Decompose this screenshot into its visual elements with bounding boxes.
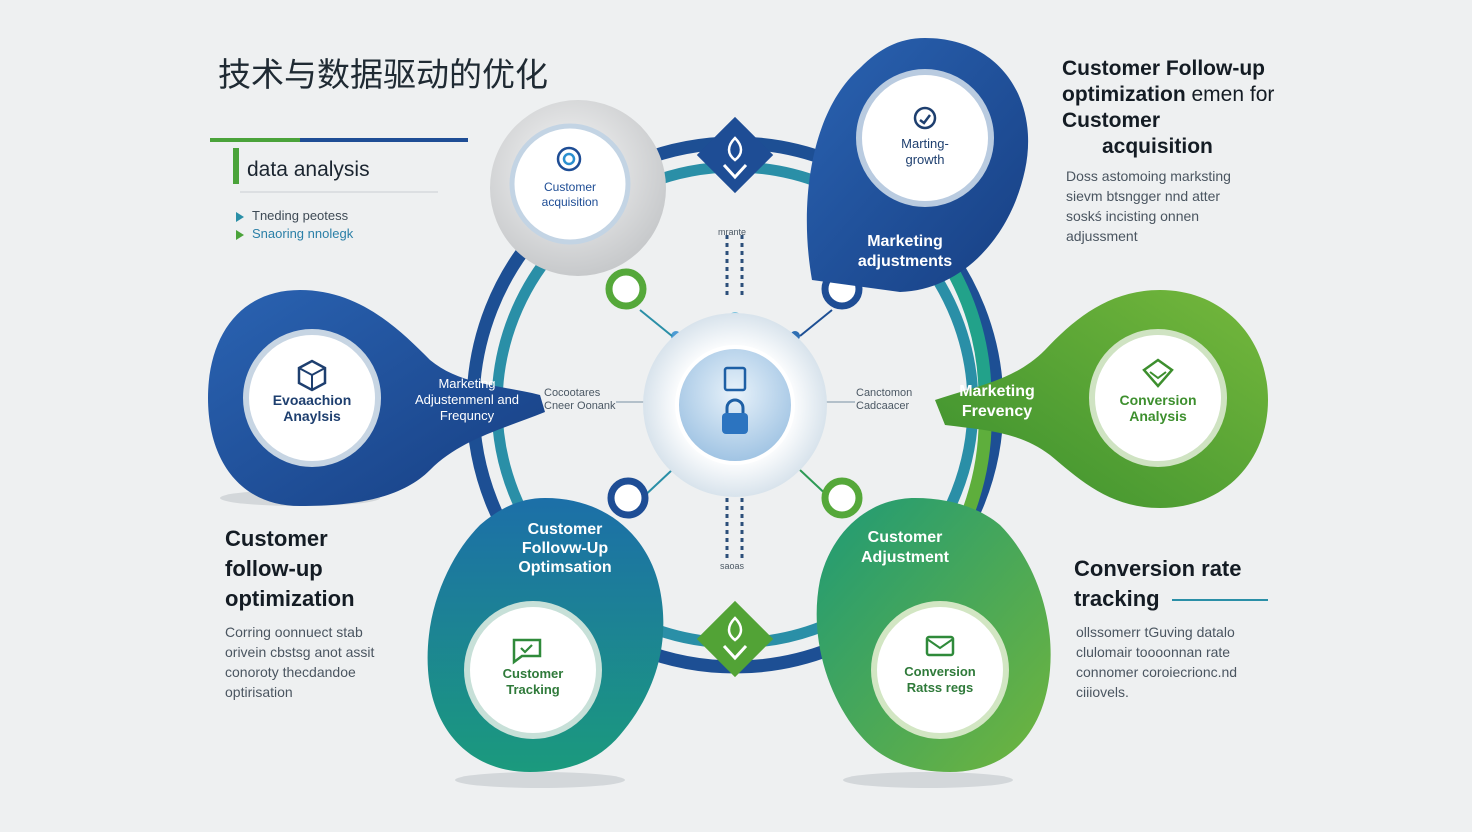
label-customer-acquisition: Customer acquisition xyxy=(541,180,599,209)
page-title: 技术与数据驱动的优化 xyxy=(218,55,548,94)
node-customer-acquisition xyxy=(509,123,631,245)
label-marketing-frequency-left: Marketing Adjustenmenl and Frequncy xyxy=(414,376,520,423)
label-conversion-rates: Conversion Ratss regs xyxy=(904,664,976,695)
center-top-label: mrante xyxy=(718,227,747,237)
bullet-item: Snaoring nnolegk xyxy=(236,226,353,241)
shadow xyxy=(455,772,625,788)
diamond-top xyxy=(696,116,774,194)
shadow xyxy=(843,772,1013,788)
triangle-bullet-icon xyxy=(236,211,244,222)
right-bottom-body: ollssomerr tGuving datalo clulomair tooo… xyxy=(1076,624,1238,700)
ring-node xyxy=(605,268,647,310)
connector xyxy=(799,309,833,337)
lock-icon xyxy=(722,398,748,434)
heading-line: acquisition xyxy=(1102,135,1213,158)
node-marketing-growth xyxy=(856,69,994,207)
label-evaluation-analysis: Evoaachion Anaylsis xyxy=(272,392,352,424)
top-right-body: Doss astomoing marksting sievm btsngger … xyxy=(1066,168,1231,244)
door-icon xyxy=(723,366,747,392)
dashed-marker-top xyxy=(725,235,744,298)
center-hub xyxy=(675,345,795,465)
left-bottom-heading: Customer follow-up optimization xyxy=(225,526,355,611)
heading-line: Customer xyxy=(1062,109,1161,132)
center-left-label: Cocootares Cneer Oonank xyxy=(544,387,616,412)
label-customer-adjustment: Customer Adjustment xyxy=(861,529,949,566)
top-right-heading: Customer Follow-up optimization emen for… xyxy=(1062,56,1322,160)
envelope-icon xyxy=(925,635,955,657)
label-marketing-frequency-right: Marketing Frevency xyxy=(959,383,1035,420)
center-right-label: Canctomon Cadcaacer xyxy=(856,387,913,412)
label-conversion-analysis: Conversion Analysis xyxy=(1119,392,1197,424)
connector xyxy=(639,309,673,337)
label-marketing-adjustments: Marketing adjustments xyxy=(857,233,953,270)
leaf-down-icon xyxy=(727,136,743,162)
left-bottom-body: Corring oonnuect stab orivein cbstsg ano… xyxy=(225,624,375,700)
label-customer-followup: Customer Follovw-Up Optimsation xyxy=(518,521,612,576)
box-icon xyxy=(297,359,327,392)
label-marketing-growth: Marting- growth xyxy=(901,136,949,167)
heading-bar xyxy=(233,148,239,184)
node-evaluation-analysis xyxy=(243,329,381,467)
leaf-down-icon xyxy=(727,616,743,642)
heading-line: Customer Follow-up xyxy=(1062,57,1265,80)
node-conversion-rates xyxy=(871,601,1009,739)
dashed-marker-bottom xyxy=(725,498,744,560)
handshake-icon xyxy=(1142,358,1174,388)
gauge-icon xyxy=(913,106,937,130)
right-bottom-heading: Conversion rate tracking xyxy=(1074,556,1242,611)
node-customer-tracking xyxy=(464,601,602,739)
diamond-bottom xyxy=(696,600,774,678)
node-conversion-analysis xyxy=(1089,329,1227,467)
ring-node xyxy=(607,477,649,519)
label-customer-tracking: Customer Tracking xyxy=(502,666,564,697)
heading-line: optimization emen for xyxy=(1062,83,1275,106)
triangle-bullet-icon xyxy=(236,229,244,240)
target-icon xyxy=(556,146,582,172)
ring-node xyxy=(821,477,863,519)
chat-check-icon xyxy=(512,638,542,665)
center-bottom-label: saoas xyxy=(720,561,745,571)
data-analysis-heading: data analysis xyxy=(247,158,370,181)
bullet-item: Tneding peotess xyxy=(236,208,348,223)
